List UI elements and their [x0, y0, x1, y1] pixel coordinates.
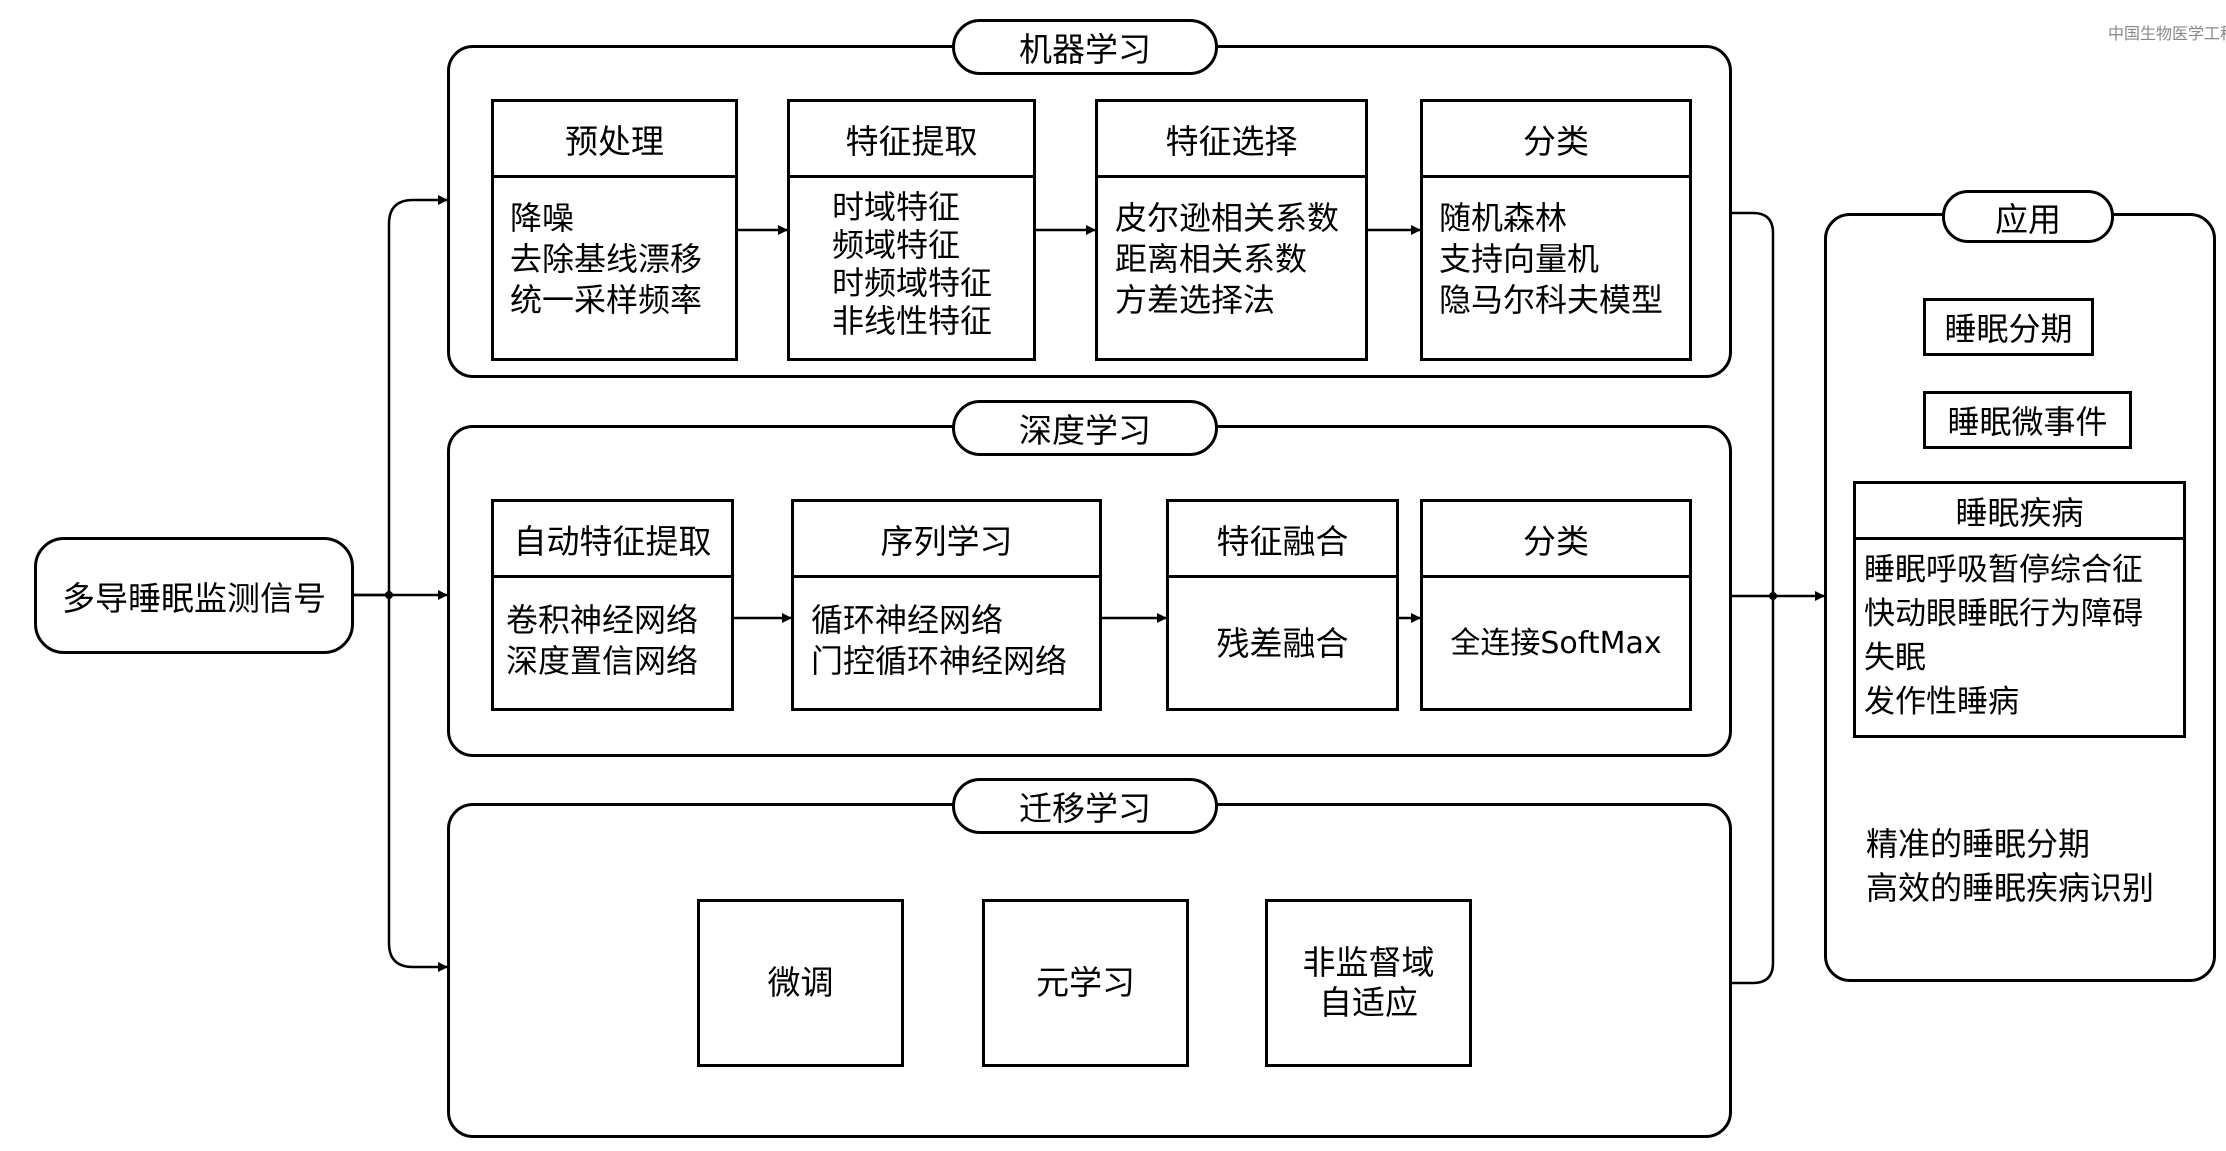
ml-stage-item: 支持向量机 [1439, 240, 1600, 278]
ml-stage-classification: 分类 随机森林 支持向量机 隐马尔科夫模型 [1420, 99, 1692, 361]
ml-stage-title: 分类 [1423, 102, 1689, 178]
input-junction-dot [385, 591, 393, 599]
dl-stage-items: 残差融合 [1169, 578, 1396, 708]
tl-method-label: 非监督域 [1302, 943, 1435, 982]
ml-title: 机器学习 [1019, 30, 1151, 69]
ml-stage-item: 隐马尔科夫模型 [1439, 281, 1664, 319]
tl-to-app-line [1732, 596, 1775, 985]
dl-stage-fusion: 特征融合 残差融合 [1166, 499, 1399, 711]
ml-stage-item: 方差选择法 [1115, 281, 1276, 319]
app-disease-item: 快动眼睡眠行为障碍 [1864, 596, 2143, 632]
tl-method-meta-learning: 元学习 [982, 899, 1189, 1067]
ml-stage-item: 距离相关系数 [1115, 240, 1308, 278]
ml-stage-item: 时域特征 [832, 188, 961, 226]
ml-title-pill: 机器学习 [952, 19, 1218, 75]
app-disease-title: 睡眠疾病 [1856, 484, 2183, 540]
app-title: 应用 [1995, 199, 2061, 239]
app-disease-item: 发作性睡病 [1864, 684, 2019, 720]
dl-stage-items: 卷积神经网络 深度置信网络 [494, 578, 731, 682]
dl-stage-item: 循环神经网络 [811, 601, 1004, 639]
dl-stage-title: 特征融合 [1169, 502, 1396, 578]
dl-stage-auto-feature: 自动特征提取 卷积神经网络 深度置信网络 [491, 499, 734, 711]
tl-method-label: 微调 [767, 963, 834, 1002]
app-tag-sleep-staging: 睡眠分期 [1923, 298, 2094, 356]
app-disease-box: 睡眠疾病 睡眠呼吸暂停综合征 快动眼睡眠行为障碍 失眠 发作性睡病 [1853, 481, 2186, 738]
tl-method-finetune: 微调 [697, 899, 904, 1067]
tl-method-unsupervised-da: 非监督域 自适应 [1265, 899, 1472, 1067]
app-disease-item: 睡眠呼吸暂停综合征 [1864, 552, 2143, 588]
ml-stage-preprocess: 预处理 降噪 去除基线漂移 统一采样频率 [491, 99, 738, 361]
ml-stage-title: 预处理 [494, 102, 735, 178]
dl-stage-title: 自动特征提取 [494, 502, 731, 578]
ml-stage-item: 降噪 [510, 199, 575, 237]
app-disease-items: 睡眠呼吸暂停综合征 快动眼睡眠行为障碍 失眠 发作性睡病 [1856, 540, 2183, 724]
app-tag-label: 睡眠分期 [1944, 310, 2073, 348]
ml-stage-feature-selection: 特征选择 皮尔逊相关系数 距离相关系数 方差选择法 [1095, 99, 1368, 361]
ml-stage-items: 时域特征 频域特征 时频域特征 非线性特征 [790, 178, 1033, 340]
ml-stage-item: 非线性特征 [832, 302, 993, 340]
ml-to-app-line [1732, 211, 1775, 596]
ml-stage-title: 特征选择 [1098, 102, 1365, 178]
dl-stage-classification: 分类 全连接SoftMax [1420, 499, 1692, 711]
dl-stage-item: 深度置信网络 [506, 642, 699, 680]
ml-stage-feature-extraction: 特征提取 时域特征 频域特征 时频域特征 非线性特征 [787, 99, 1036, 361]
dl-stage-sequence: 序列学习 循环神经网络 门控循环神经网络 [791, 499, 1102, 711]
input-to-tl-arrow [387, 595, 448, 972]
dl-stage-item: 卷积神经网络 [506, 601, 699, 639]
input-signal-node: 多导睡眠监测信号 [34, 537, 354, 654]
dl-title: 深度学习 [1019, 411, 1151, 450]
dl-stage-title: 分类 [1423, 502, 1689, 578]
ml-stage-item: 去除基线漂移 [510, 240, 703, 278]
ml-stage-item: 统一采样频率 [510, 281, 703, 319]
ml-stage-items: 降噪 去除基线漂移 统一采样频率 [494, 178, 735, 321]
ml-stage-item: 皮尔逊相关系数 [1115, 199, 1340, 237]
input-signal-label: 多导睡眠监测信号 [62, 578, 326, 618]
dl-stage-item: 残差融合 [1216, 623, 1349, 663]
app-goal: 高效的睡眠疾病识别 [1866, 869, 2155, 907]
app-goals: 精准的睡眠分期 高效的睡眠疾病识别 [1866, 822, 2154, 910]
ml-stage-item: 随机森林 [1439, 199, 1568, 237]
dl-title-pill: 深度学习 [952, 400, 1218, 456]
tl-method-label: 元学习 [1036, 963, 1135, 1002]
dl-stage-items: 全连接SoftMax [1423, 578, 1689, 708]
ml-stage-items: 皮尔逊相关系数 距离相关系数 方差选择法 [1098, 178, 1365, 321]
app-tag-label: 睡眠微事件 [1947, 403, 2108, 441]
ml-stage-item: 频域特征 [832, 226, 961, 264]
dl-stage-title: 序列学习 [794, 502, 1099, 578]
dl-stage-item: 全连接SoftMax [1450, 625, 1662, 661]
tl-title-pill: 迁移学习 [952, 778, 1218, 834]
dl-stage-item: 门控循环神经网络 [811, 642, 1068, 680]
tl-title: 迁移学习 [1019, 789, 1151, 828]
app-tag-micro-events: 睡眠微事件 [1923, 391, 2132, 449]
app-goal: 精准的睡眠分期 [1866, 825, 2091, 863]
ml-stage-title: 特征提取 [790, 102, 1033, 178]
journal-watermark: 中国生物医学工程学报 [2108, 24, 2226, 43]
ml-stage-items: 随机森林 支持向量机 隐马尔科夫模型 [1423, 178, 1689, 321]
app-disease-item: 失眠 [1864, 640, 1926, 676]
dl-stage-items: 循环神经网络 门控循环神经网络 [794, 578, 1099, 682]
ml-stage-item: 时频域特征 [832, 264, 993, 302]
input-to-ml-arrow [354, 195, 448, 597]
app-title-pill: 应用 [1942, 190, 2114, 243]
app-junction-dot [1769, 592, 1777, 600]
tl-method-label: 自适应 [1319, 983, 1418, 1022]
